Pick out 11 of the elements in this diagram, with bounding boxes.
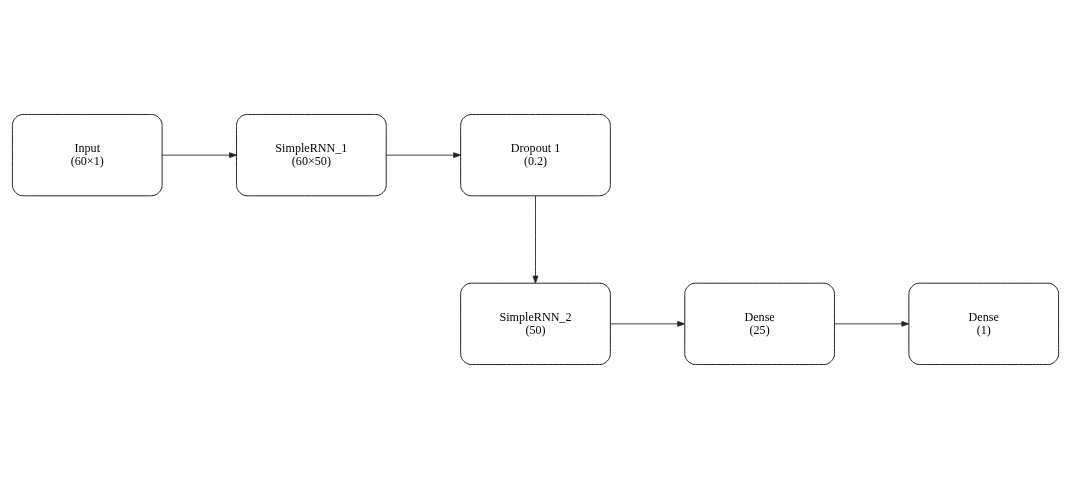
node-box: Input (60×1) xyxy=(11,113,163,196)
arrow xyxy=(609,320,686,327)
node-box: Dense (1) xyxy=(908,282,1060,365)
node-box: Dropout 1 (0.2) xyxy=(460,113,611,196)
arrow xyxy=(532,195,539,283)
arrow xyxy=(834,320,910,327)
arrow xyxy=(161,151,237,158)
node-box: Dense (25) xyxy=(684,282,835,365)
node-box: SimpleRNN_2 (50) xyxy=(460,282,611,365)
node-box: SimpleRNN_1 (60×50) xyxy=(236,113,387,196)
arrow xyxy=(385,151,461,158)
